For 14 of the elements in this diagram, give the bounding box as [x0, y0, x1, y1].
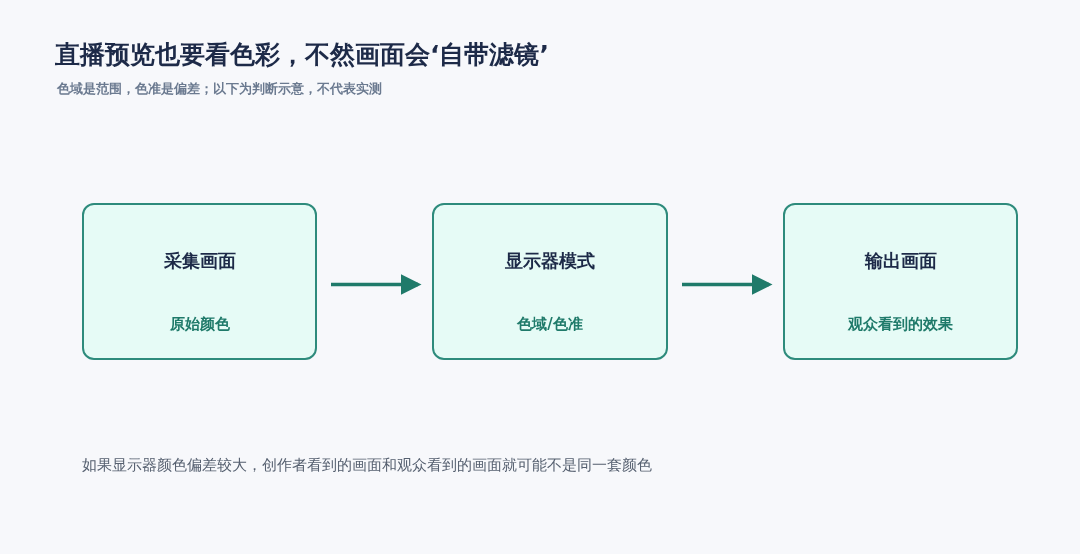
subtitle: 色域是范围，色准是偏差；以下为判断示意，不代表实测 [57, 80, 382, 98]
box-subtext: 原始颜色 [168, 315, 231, 334]
box-subtext: 色域/色准 [516, 315, 584, 334]
process-box [82, 203, 317, 360]
process-box [432, 203, 668, 360]
process-box [783, 203, 1018, 360]
title: 直播预览也要看色彩，不然画面会‘自带滤镜’ [55, 39, 549, 71]
box-heading: 采集画面 [162, 249, 237, 273]
box-heading: 输出画面 [863, 249, 938, 273]
arrow [331, 274, 422, 295]
note-text: 如果显示器颜色偏差较大，创作者看到的画面和观众看到的画面就可能不是同一套颜色 [82, 456, 652, 475]
arrow [682, 274, 773, 295]
box-subtext: 观众看到的效果 [847, 315, 954, 334]
box-heading: 显示器模式 [504, 249, 596, 273]
